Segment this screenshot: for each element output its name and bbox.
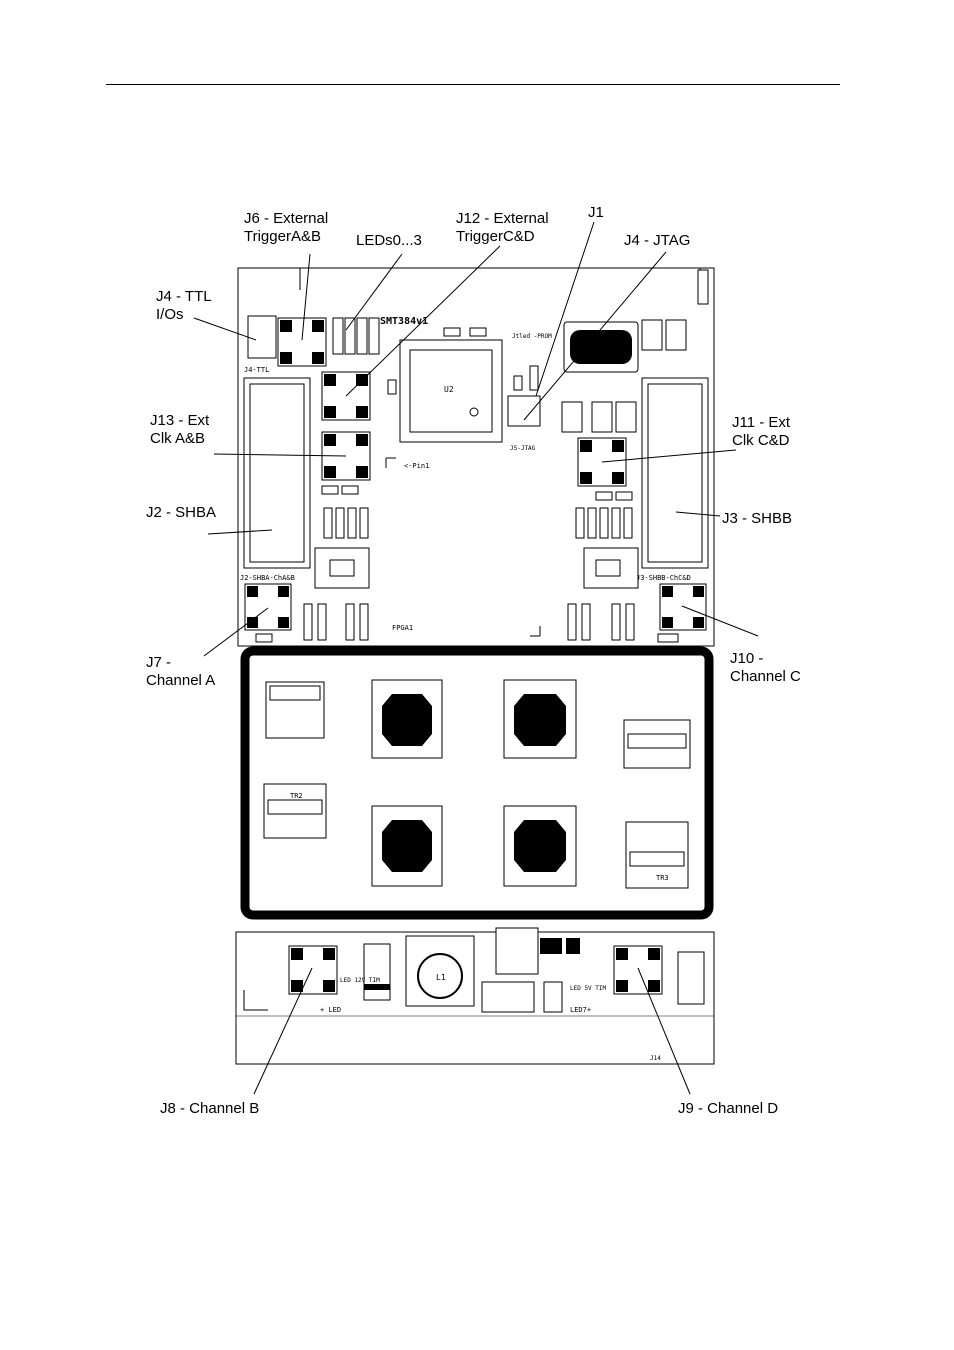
jtled-silk: Jtled -PROM xyxy=(512,333,552,340)
callout-j7: J7 - Channel A xyxy=(146,654,216,689)
shield-frame xyxy=(240,646,714,920)
j6-connector xyxy=(277,317,327,367)
j5-jtag-silk: J5-JTAG xyxy=(510,445,536,452)
board-outline-bottom xyxy=(235,931,715,1065)
j3-shbb-connector xyxy=(641,377,709,569)
tr2-silk: TR2 xyxy=(290,792,303,800)
callout-j3: J3 - SHBB xyxy=(722,510,793,527)
pin1-silk: <-Pin1 xyxy=(404,462,429,470)
callout-j13: J13 - Ext Clk A&B xyxy=(150,412,210,447)
led7-silk: LED7+ xyxy=(570,1006,591,1014)
ct1-capacitor xyxy=(677,951,705,1005)
callout-j8: J8 - Channel B xyxy=(160,1100,260,1117)
j8-connector xyxy=(288,945,338,995)
led-plus-silk: + LED xyxy=(320,1006,341,1014)
j3-silk: J3-SHBB-ChC&D xyxy=(636,574,691,582)
callout-j1: J1 xyxy=(588,204,604,221)
led5-silk: LED 5V TIM xyxy=(570,985,607,992)
ct7-capacitor xyxy=(363,943,391,1001)
j9-connector xyxy=(613,945,663,995)
callout-j4-ttl: J4 - TTL I/Os xyxy=(156,288,212,323)
callout-j9: J9 - Channel D xyxy=(678,1100,779,1117)
j10-connector xyxy=(659,583,707,631)
callout-j10: J10 - Channel C xyxy=(730,650,801,685)
callout-j11: J11 - Ext Clk C&D xyxy=(732,414,791,449)
callout-j2: J2 - SHBA xyxy=(146,504,217,521)
callout-j12: J12 - External TriggerC&D xyxy=(456,210,549,245)
board-outline-top xyxy=(237,267,715,647)
callout-leaders xyxy=(193,221,759,1095)
fpga1-silk: FPGA1 xyxy=(392,624,413,632)
j2-shba-connector xyxy=(243,377,311,569)
led12-silk: LED 12V TIM xyxy=(340,977,380,984)
j2-silk: J2-SHBA-ChA&B xyxy=(240,574,295,582)
leds-0-3 xyxy=(332,317,380,355)
tr3-silk: TR3 xyxy=(656,874,669,882)
j4-ttl-connector xyxy=(247,315,277,359)
rf-section xyxy=(371,679,577,887)
j7-connector xyxy=(244,583,292,631)
callout-leds: LEDs0...3 xyxy=(356,232,422,249)
u2-silk: U2 xyxy=(444,385,454,394)
j1-jumper xyxy=(529,365,539,391)
passive-components xyxy=(255,327,679,643)
callout-j4-jtag: J4 - JTAG xyxy=(624,232,691,249)
j5-jtag-header xyxy=(507,395,541,427)
u5-regulator xyxy=(481,981,535,1013)
board-title-silk: SMT384v1 xyxy=(380,316,428,327)
j14-silk: J14 xyxy=(650,1055,661,1062)
u4-regulator xyxy=(495,927,539,975)
l1-silk: L1 xyxy=(436,973,446,982)
j4-ttl-silk: J4-TTL xyxy=(244,366,269,374)
callout-j6: J6 - External TriggerA&B xyxy=(244,210,329,245)
header-rule xyxy=(106,84,840,85)
